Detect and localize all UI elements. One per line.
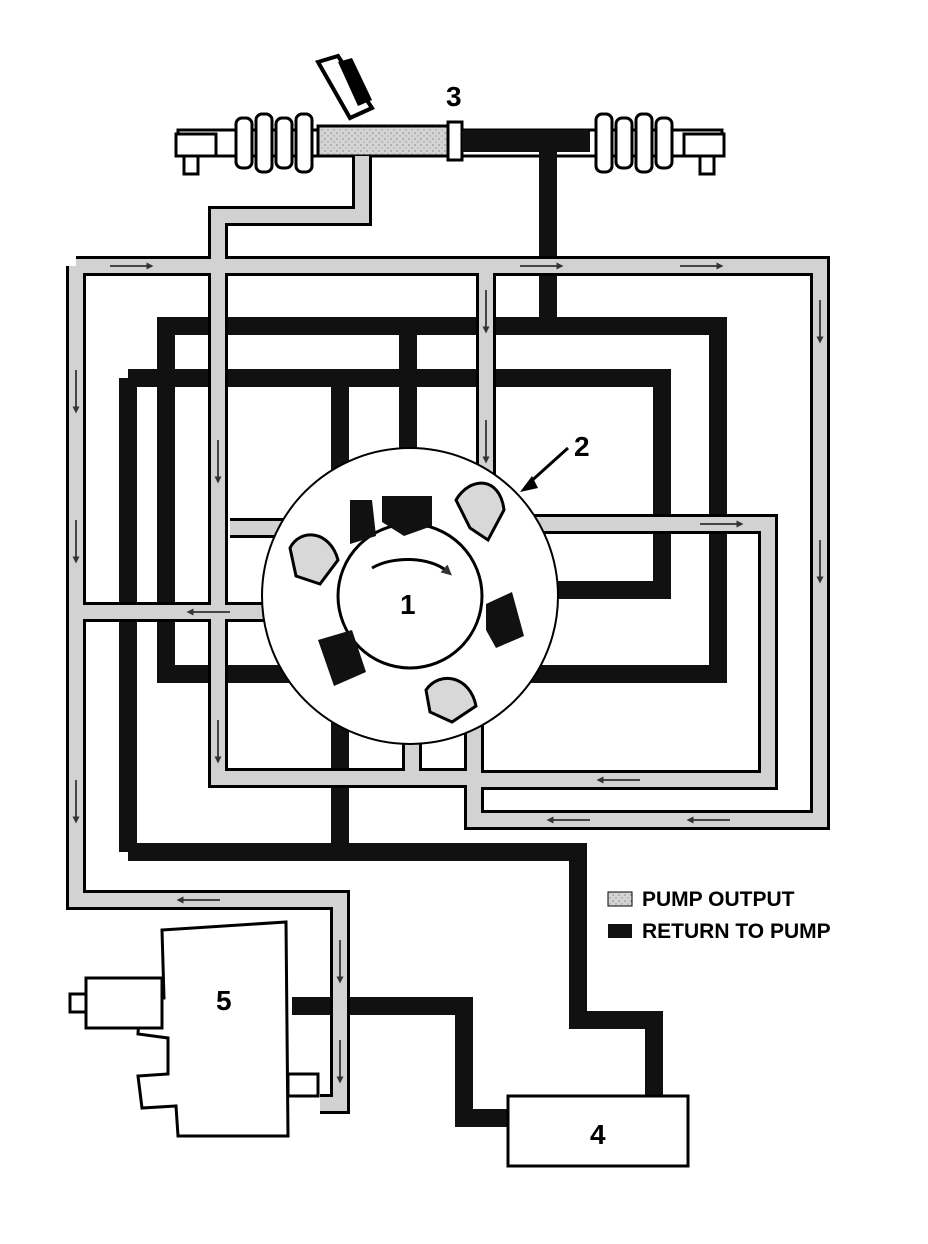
flow-arrows (72, 262, 824, 1084)
cooler-box (506, 1094, 690, 1168)
rack-piston (446, 120, 464, 162)
label-4: 4 (590, 1119, 606, 1150)
rack-left-chamber (316, 124, 452, 158)
right-boot (594, 112, 674, 174)
steering-rack (174, 53, 726, 176)
label-1: 1 (400, 589, 416, 620)
label-2: 2 (574, 431, 590, 462)
left-tie-rod-end (174, 132, 218, 176)
legend-return-to-pump: RETURN TO PUMP (642, 920, 831, 943)
legend: PUMP OUTPUT RETURN TO PUMP (607, 888, 831, 943)
rack-right-chamber (462, 130, 590, 152)
return-vanes (318, 496, 524, 686)
label-5: 5 (216, 985, 232, 1016)
legend-pump-output: PUMP OUTPUT (642, 888, 795, 911)
pump-body (68, 920, 320, 1138)
input-shaft (315, 53, 375, 121)
rotation-arrow (371, 558, 452, 576)
legend-swatch-return (608, 924, 632, 938)
left-boot (234, 112, 314, 174)
label-3: 3 (446, 81, 462, 112)
pump-rotor-assembly (261, 446, 570, 745)
output-vanes (288, 481, 506, 724)
right-tie-rod-end (682, 132, 726, 176)
legend-swatch-pump-output (607, 891, 633, 907)
vane-leader (520, 446, 570, 492)
